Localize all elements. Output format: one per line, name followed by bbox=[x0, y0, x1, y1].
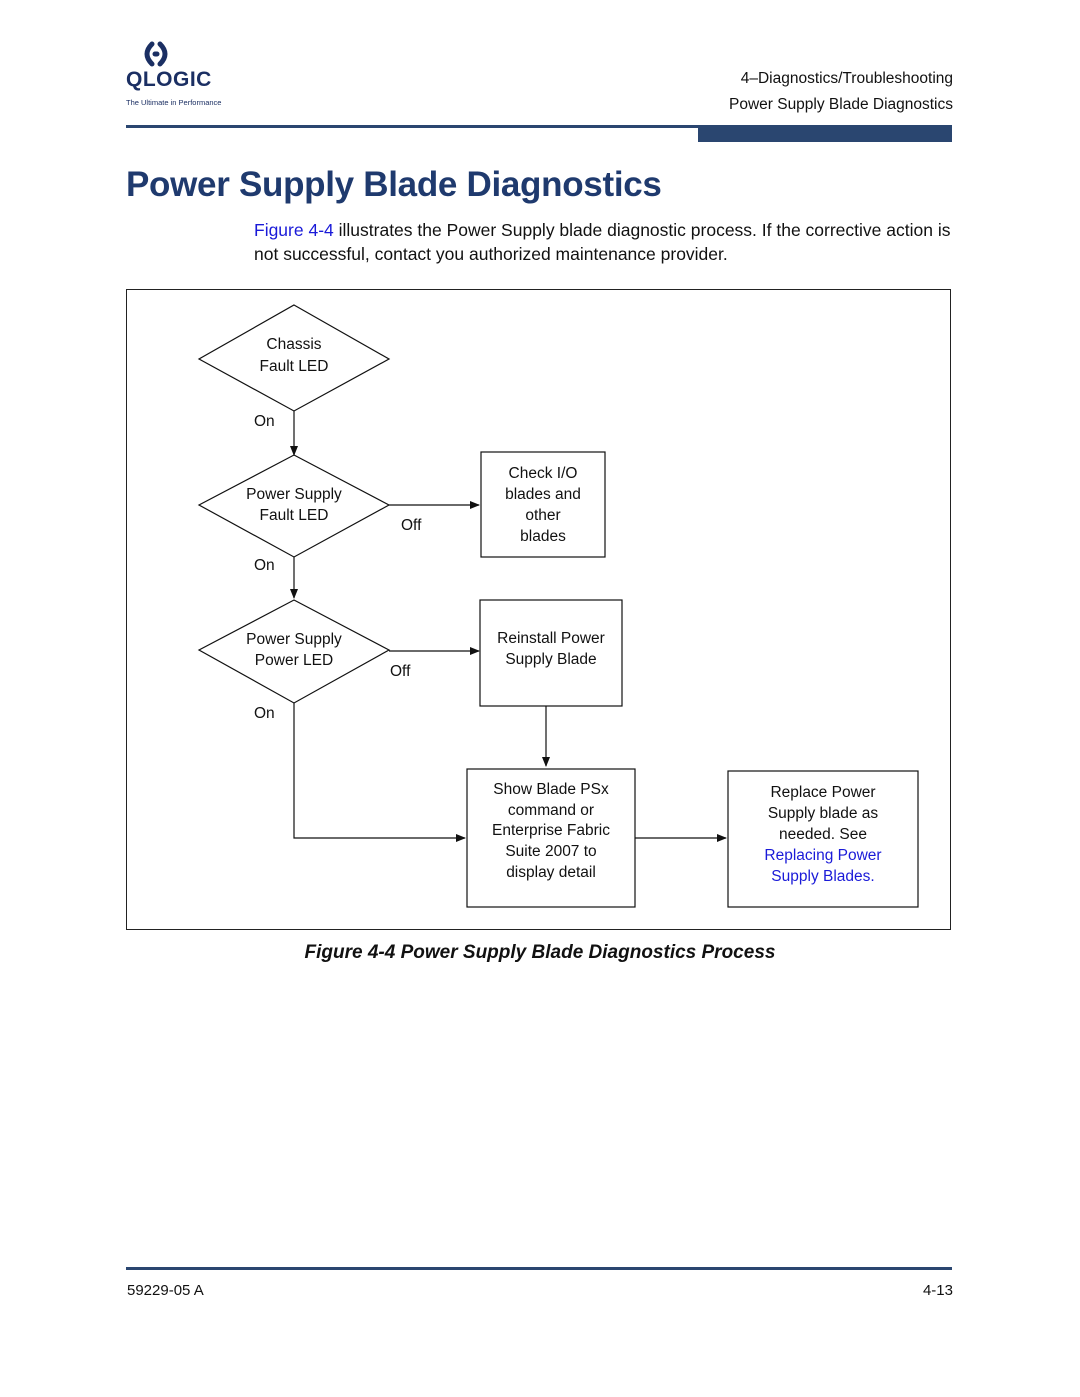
decision-chassis-line1: Chassis bbox=[266, 336, 321, 353]
box-reinstall-line1: Reinstall Power bbox=[497, 630, 605, 647]
replace-link-line2[interactable]: Supply Blades. bbox=[771, 868, 874, 885]
box-show-line5: display detail bbox=[506, 864, 596, 881]
box-replace-line1: Replace Power bbox=[770, 784, 875, 801]
box-show-line2: command or bbox=[508, 802, 594, 819]
header-rule-block bbox=[698, 125, 952, 142]
box-check-io-line2: blades and bbox=[505, 486, 581, 503]
figure-xref-link[interactable]: Figure 4-4 bbox=[254, 220, 334, 240]
box-replace bbox=[727, 770, 919, 908]
page-title: Power Supply Blade Diagnostics bbox=[126, 165, 662, 204]
header-section: 4–Diagnostics/Troubleshooting bbox=[740, 70, 953, 87]
intro-text: illustrates the Power Supply blade diagn… bbox=[254, 220, 951, 264]
logo-wordmark: QLOGIC bbox=[126, 68, 212, 91]
box-replace-line2: Supply blade as bbox=[768, 805, 879, 822]
box-show-line1: Show Blade PSx bbox=[493, 781, 609, 798]
label-on-2: On bbox=[254, 557, 275, 574]
footer-page-number: 4-13 bbox=[922, 1282, 953, 1299]
box-reinstall bbox=[479, 599, 623, 707]
box-check-io-line4: blades bbox=[520, 528, 566, 545]
header-rule bbox=[126, 125, 952, 128]
box-show-line4: Suite 2007 to bbox=[505, 843, 596, 860]
box-show-line3: Enterprise Fabric bbox=[492, 822, 610, 839]
decision-ps-fault-line1: Power Supply bbox=[246, 486, 342, 503]
decision-ps-power-line1: Power Supply bbox=[246, 631, 342, 648]
decision-ps-fault bbox=[197, 454, 391, 558]
decision-ps-fault-line2: Fault LED bbox=[260, 507, 329, 524]
label-off-1: Off bbox=[401, 517, 422, 534]
running-header: 4–Diagnostics/Troubleshooting Power Supp… bbox=[729, 66, 953, 118]
box-check-io-line3: other bbox=[525, 507, 560, 524]
qlogic-emblem-icon bbox=[144, 41, 168, 67]
replace-link-line1[interactable]: Replacing Power bbox=[764, 847, 881, 864]
header-subsection: Power Supply Blade Diagnostics bbox=[728, 96, 953, 113]
box-check-io bbox=[480, 451, 606, 558]
box-reinstall-line2: Supply Blade bbox=[505, 651, 596, 668]
footer-rule bbox=[126, 1267, 952, 1270]
decision-chassis-line2: Fault LED bbox=[260, 358, 329, 375]
label-off-2: Off bbox=[390, 663, 411, 680]
box-check-io-line1: Check I/O bbox=[509, 465, 578, 482]
logo-tagline: The Ultimate in Performance bbox=[126, 98, 222, 107]
figure-caption: Figure 4-4 Power Supply Blade Diagnostic… bbox=[304, 942, 776, 963]
label-on-1: On bbox=[254, 413, 275, 430]
intro-paragraph: Figure 4-4 illustrates the Power Supply … bbox=[254, 218, 954, 266]
decision-ps-power-line2: Power LED bbox=[255, 652, 333, 669]
flowchart-diagram: Chassis Fault LED On Power Supply Fault … bbox=[197, 304, 919, 908]
label-on-3: On bbox=[254, 705, 275, 722]
flowchart-figure: Chassis Fault LED On Power Supply Fault … bbox=[126, 289, 951, 930]
footer-doc-number: 59229-05 A bbox=[127, 1282, 204, 1299]
qlogic-logo: QLOGIC The Ultimate in Performance bbox=[126, 40, 226, 112]
box-replace-line3: needed. See bbox=[779, 826, 867, 843]
